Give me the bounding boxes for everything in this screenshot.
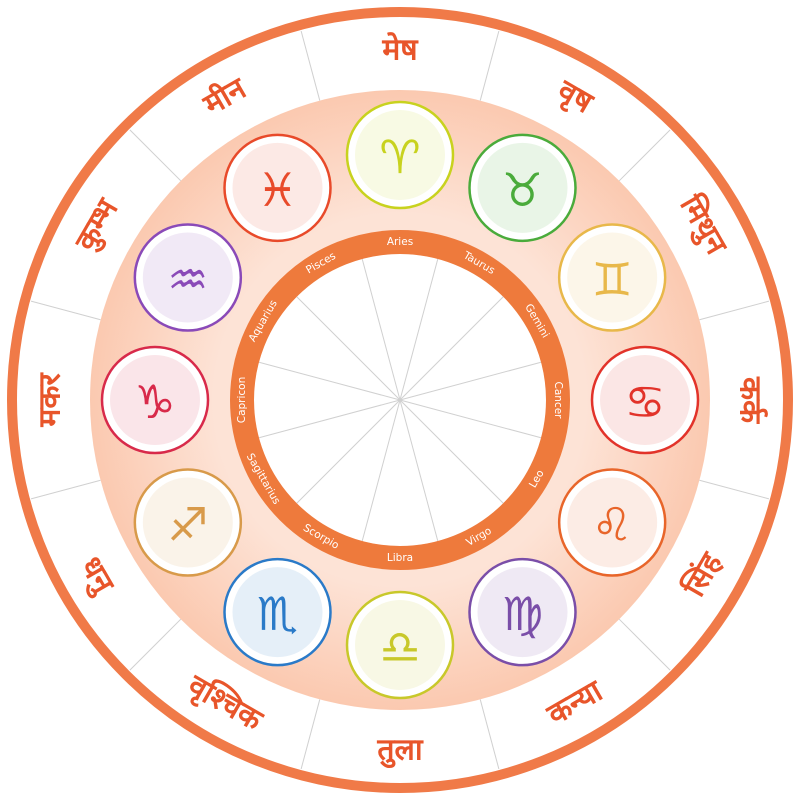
outer-divider-line bbox=[618, 618, 671, 671]
sign-hindi-label: कर्क bbox=[733, 376, 769, 424]
medallion-fill bbox=[567, 232, 658, 323]
fish-icon: ♓ bbox=[257, 163, 298, 217]
center-spoke bbox=[399, 258, 439, 401]
crab-icon: ♋ bbox=[624, 375, 665, 429]
ram-medallion: ♈ bbox=[345, 100, 455, 210]
outer-divider-line bbox=[699, 479, 770, 500]
medallion-border bbox=[133, 223, 243, 332]
medallion-border bbox=[223, 557, 332, 667]
sign-hindi-label: तुला bbox=[376, 733, 423, 769]
lion-medallion: ♌ bbox=[557, 468, 667, 577]
center-spoke bbox=[399, 399, 542, 439]
water-bearer-medallion: ♒ bbox=[133, 223, 243, 332]
center-spoke bbox=[258, 361, 401, 401]
twins-medallion: ♊ bbox=[557, 223, 667, 332]
outer-divider-line bbox=[129, 129, 182, 182]
outer-divider-line bbox=[618, 129, 671, 182]
medallion-border bbox=[468, 133, 577, 243]
medallion-border bbox=[468, 557, 577, 667]
twins-icon: ♊ bbox=[592, 253, 633, 307]
center-spoke bbox=[361, 399, 401, 542]
outer-divider-line bbox=[479, 699, 500, 770]
medallion-fill bbox=[567, 477, 658, 568]
medallion-border bbox=[345, 590, 455, 700]
outer-divider-line bbox=[300, 699, 321, 770]
scales-icon: ♎ bbox=[379, 620, 420, 674]
medallion-fill bbox=[477, 142, 568, 233]
center-spoke bbox=[399, 296, 504, 401]
medallion-border bbox=[100, 345, 210, 455]
center-spoke bbox=[399, 399, 439, 542]
maiden-medallion: ♍ bbox=[468, 557, 577, 667]
medallion-border bbox=[133, 468, 243, 577]
sign-hindi-label: मेष bbox=[381, 32, 419, 68]
scorpion-icon: ♏ bbox=[257, 587, 298, 641]
center-spoke bbox=[399, 361, 542, 401]
medallion-fill bbox=[232, 142, 323, 233]
medallion-border bbox=[557, 223, 667, 332]
maiden-icon: ♍ bbox=[502, 587, 543, 641]
lion-icon: ♌ bbox=[592, 498, 633, 552]
medallion-fill bbox=[355, 600, 445, 690]
water-bearer-icon: ♒ bbox=[167, 253, 208, 307]
outer-divider-line bbox=[30, 479, 101, 500]
sign-english-label: Aries bbox=[387, 236, 413, 248]
center-spoke bbox=[296, 296, 401, 401]
medallion-fill bbox=[142, 232, 233, 323]
center-spoke bbox=[258, 399, 401, 439]
medallion-fill bbox=[142, 477, 233, 568]
center-spoke bbox=[296, 399, 401, 504]
outer-divider-line bbox=[30, 300, 101, 321]
inner-ring bbox=[230, 230, 570, 570]
crab-medallion: ♋ bbox=[590, 345, 700, 455]
center-spoke bbox=[361, 258, 401, 401]
sign-english-label: Libra bbox=[387, 552, 413, 564]
archer-medallion: ♐ bbox=[133, 468, 243, 577]
medallion-border bbox=[345, 100, 455, 210]
outer-divider-line bbox=[300, 30, 321, 101]
medallion-border bbox=[223, 133, 332, 243]
medallion-border bbox=[557, 468, 667, 577]
scales-medallion: ♎ bbox=[345, 590, 455, 700]
medallion-fill bbox=[355, 110, 445, 200]
inner-ring-group bbox=[230, 230, 570, 570]
medallion-border bbox=[590, 345, 700, 455]
ram-icon: ♈ bbox=[379, 130, 420, 184]
goat-medallion: ♑ bbox=[100, 345, 210, 455]
sector-dividers bbox=[30, 30, 770, 770]
bull-medallion: ♉ bbox=[468, 133, 577, 243]
goat-icon: ♑ bbox=[134, 375, 175, 429]
fish-medallion: ♓ bbox=[223, 133, 332, 243]
sign-english-label: Cancer bbox=[552, 382, 564, 420]
sign-medallions: ♈ ♉ ♊ ♋ ♌ ♍ ♎ ♏ ♐ ♑ ♒ ♓ bbox=[100, 100, 700, 700]
sign-english-label: Capricon bbox=[236, 377, 248, 424]
medallion-fill bbox=[232, 567, 323, 658]
medallion-fill bbox=[477, 567, 568, 658]
outer-divider-line bbox=[129, 618, 182, 671]
bull-icon: ♉ bbox=[502, 163, 543, 217]
archer-icon: ♐ bbox=[167, 498, 208, 552]
outer-divider-line bbox=[479, 30, 500, 101]
medallion-fill bbox=[110, 355, 200, 445]
scorpion-medallion: ♏ bbox=[223, 557, 332, 667]
medallion-fill bbox=[600, 355, 690, 445]
center-spoke bbox=[399, 399, 504, 504]
sign-hindi-label: मकर bbox=[33, 372, 68, 428]
outer-divider-line bbox=[699, 300, 770, 321]
